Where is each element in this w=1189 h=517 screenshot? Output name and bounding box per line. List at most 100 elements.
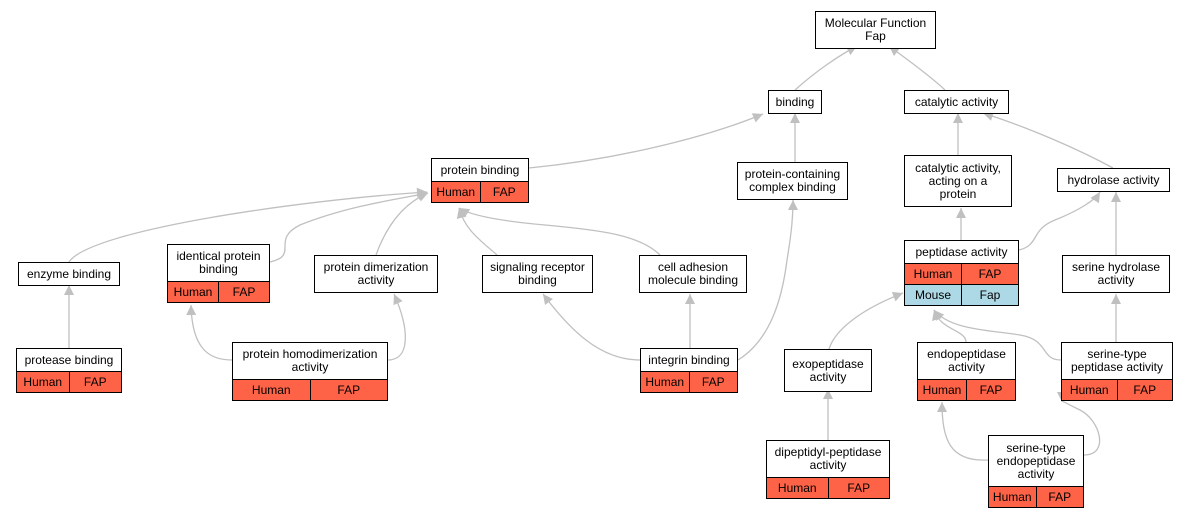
node-catalytic-activity-acting-on-protein[interactable]: catalytic activity, acting on a protein xyxy=(904,155,1012,207)
edge-line xyxy=(458,207,661,256)
node-catalytic-activity[interactable]: catalytic activity xyxy=(904,90,1009,114)
node-label: hydrolase activity xyxy=(1058,169,1169,191)
species-cell: Human xyxy=(922,382,962,397)
edge-protein-homodimerization-activity-to-identical-protein-binding xyxy=(186,304,233,361)
node-title: catalytic activity, acting on a protein xyxy=(915,160,1001,201)
edge-binding-to-molecular-function xyxy=(794,45,858,91)
node-title: protein-containing complex binding xyxy=(744,167,841,194)
node-title: identical protein binding xyxy=(176,249,261,276)
edge-peptidase-activity-to-catalytic-activity-acting-on-protein xyxy=(956,208,966,240)
species-cell: Human xyxy=(1069,382,1109,397)
edge-arrowhead xyxy=(934,310,945,321)
node-exopeptidase-activity[interactable]: exopeptidase activity xyxy=(784,349,872,392)
edge-exopeptidase-activity-to-peptidase-activity xyxy=(828,292,904,350)
node-label: protease binding xyxy=(17,349,121,371)
edge-line xyxy=(1018,191,1101,251)
gene-cell: FAP xyxy=(68,372,122,392)
node-label: identical protein binding xyxy=(168,245,269,281)
edge-protein-binding-to-binding xyxy=(528,113,764,169)
edge-protein-dimerization-activity-to-protein-binding xyxy=(375,192,429,256)
edge-arrowhead xyxy=(790,113,800,123)
node-serine-hydrolase-activity[interactable]: serine hydrolase activity xyxy=(1062,255,1170,293)
edge-line xyxy=(941,401,989,461)
node-title: protein homodimerization activity xyxy=(242,347,378,374)
edge-line xyxy=(982,112,1114,169)
species-cell: Human xyxy=(992,489,1032,504)
edge-arrowhead xyxy=(543,294,553,305)
species-cell: Human xyxy=(23,374,63,389)
node-label: exopeptidase activity xyxy=(785,350,871,391)
edge-protein-homodimerization-activity-to-protein-dimerization-activity xyxy=(387,293,406,361)
gene-cell: FAP xyxy=(1035,487,1084,507)
node-title: exopeptidase activity xyxy=(792,356,864,384)
edge-catalytic-activity-acting-on-protein-to-catalytic-activity xyxy=(953,113,963,155)
node-protein-containing-complex-binding[interactable]: protein-containing complex binding xyxy=(737,162,848,200)
node-label: peptidase activity xyxy=(905,241,1018,263)
edge-serine-type-peptidase-activity-to-peptidase-activity xyxy=(933,309,1062,361)
node-title: serine-type peptidase activity xyxy=(1070,347,1164,374)
node-hydrolase-activity[interactable]: hydrolase activity xyxy=(1057,168,1170,192)
species-cell: Human xyxy=(777,480,817,495)
edge-arrowhead xyxy=(393,294,403,306)
edge-line xyxy=(737,199,794,361)
node-label: enzyme binding xyxy=(19,263,119,285)
edge-arrowhead xyxy=(1090,192,1100,204)
node-molecular-function[interactable]: Molecular Function Fap xyxy=(815,11,936,49)
node-title: Molecular Function Fap xyxy=(824,16,927,43)
edge-arrowhead xyxy=(937,402,947,412)
node-label: Molecular Function Fap xyxy=(816,12,935,48)
edge-line xyxy=(68,191,428,263)
edge-peptidase-activity-to-hydrolase-activity xyxy=(1018,191,1101,251)
node-title: hydrolase activity xyxy=(1067,172,1160,187)
edge-identical-protein-binding-to-protein-binding xyxy=(269,190,429,263)
species-cell: Human xyxy=(645,374,685,389)
edge-arrowhead xyxy=(186,305,197,316)
edge-protein-containing-complex-binding-to-binding xyxy=(790,113,800,162)
edge-catalytic-activity-to-molecular-function xyxy=(888,45,946,91)
node-binding[interactable]: binding xyxy=(768,90,822,114)
edge-arrowhead xyxy=(788,200,798,210)
node-protein-dimerization-activity[interactable]: protein dimerization activity xyxy=(314,255,438,293)
edge-arrowhead xyxy=(685,294,695,304)
node-label: serine-type endopeptidase activity xyxy=(989,436,1083,486)
node-label: catalytic activity xyxy=(905,91,1008,113)
node-title: dipeptidyl-peptidase activity xyxy=(774,445,882,472)
species-cell: Human xyxy=(436,184,476,199)
node-title: serine hydrolase activity xyxy=(1071,260,1161,287)
edge-line xyxy=(269,192,429,263)
gene-cell: FAP xyxy=(961,264,1018,284)
node-label: serine-type peptidase activity xyxy=(1062,343,1172,379)
node-enzyme-binding[interactable]: enzyme binding xyxy=(18,262,120,286)
edge-arrowhead xyxy=(64,285,74,295)
node-signaling-receptor-binding[interactable]: signaling receptor binding xyxy=(482,255,593,293)
node-label: binding xyxy=(769,91,821,113)
node-cell-adhesion-molecule-binding[interactable]: cell adhesion molecule binding xyxy=(639,255,747,293)
edge-arrowhead xyxy=(953,113,963,123)
edge-line xyxy=(1061,400,1101,456)
edge-arrowhead xyxy=(1111,192,1121,202)
gene-cell: FAP xyxy=(218,282,269,302)
edge-arrowhead xyxy=(1111,294,1121,304)
edge-dipeptidyl-peptidase-activity-to-exopeptidase-activity xyxy=(823,389,833,440)
node-label: protein dimerization activity xyxy=(315,256,437,292)
node-label: signaling receptor binding xyxy=(483,256,592,292)
node-title: protein dimerization activity xyxy=(323,260,429,287)
edge-arrowhead xyxy=(823,389,833,399)
